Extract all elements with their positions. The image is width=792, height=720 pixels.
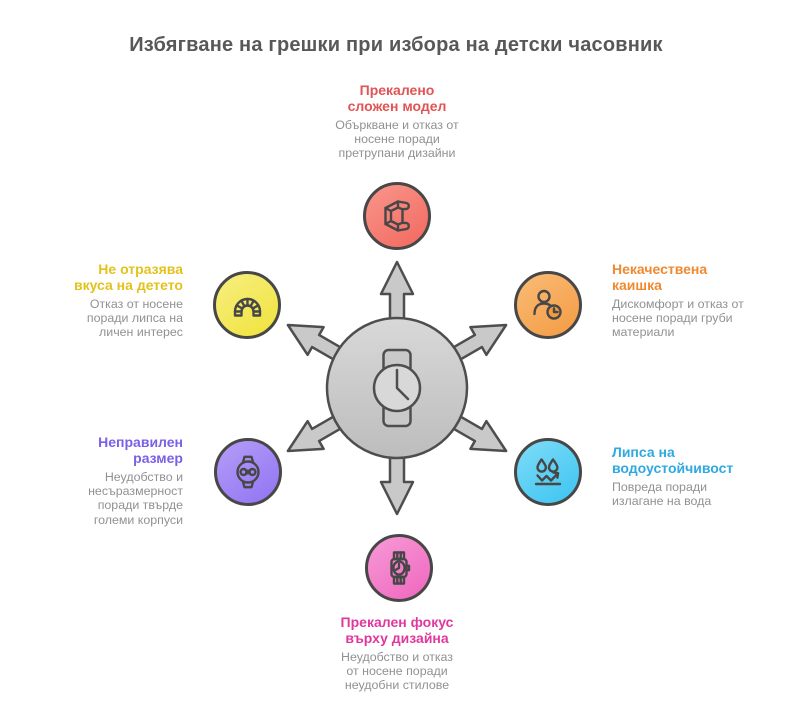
water-resistance-icon-circle	[514, 438, 582, 506]
person-clock-icon	[533, 289, 562, 320]
spoke-description: Объркване и отказ от носене поради претр…	[335, 118, 459, 161]
spoke-childs-taste: Не отразява вкуса на детето Отказ от нос…	[23, 261, 183, 340]
page-title: Избягване на грешки при избора на детски…	[129, 34, 663, 56]
spoke-title: Некачествена каишка	[612, 261, 708, 294]
complex-model-icon-circle	[363, 182, 431, 250]
central-hub	[286, 260, 508, 516]
spoke-title: Прекален фокус върху дизайна	[340, 614, 454, 647]
spoke-wrong-size: Неправилен размер Неудобство и несъразме…	[23, 434, 183, 527]
spoke-title: Неправилен размер	[98, 434, 183, 467]
watch-hub-icon	[372, 348, 422, 428]
poor-strap-icon-circle	[514, 271, 582, 339]
spoke-description: Отказ от носене поради липса на личен ин…	[86, 297, 183, 340]
design-focus-icon-circle	[365, 534, 433, 602]
wrong-size-icon-circle	[214, 438, 282, 506]
3d-model-icon	[384, 200, 410, 232]
spoke-poor-strap: Некачествена каишка Дискомфорт и отказ о…	[612, 261, 784, 340]
watch-size-icon	[236, 455, 260, 489]
spoke-description: Неудобство и несъразмерност поради твърд…	[88, 470, 183, 527]
spoke-description: Дискомфорт и отказ от носене поради груб…	[612, 297, 744, 340]
spoke-description: Повреда поради излагане на вода	[612, 480, 712, 509]
childs-taste-icon-circle	[213, 271, 281, 339]
spoke-design-focus: Прекален фокус върху дизайна Неудобство …	[307, 614, 487, 693]
spoke-description: Неудобство и отказ от носене поради неуд…	[341, 650, 453, 693]
spoke-title: Прекалено сложен модел	[347, 82, 447, 115]
wristwatch-icon	[390, 551, 411, 585]
spoke-water-resistance: Липса на водоустойчивост Повреда поради …	[612, 444, 784, 508]
water-resistance-icon	[534, 458, 562, 486]
spoke-complex-model: Прекалено сложен модел Объркване и отказ…	[307, 82, 487, 161]
spoke-title: Не отразява вкуса на детето	[74, 261, 183, 294]
arch-gauge-icon	[233, 297, 262, 317]
spoke-title: Липса на водоустойчивост	[612, 444, 734, 477]
